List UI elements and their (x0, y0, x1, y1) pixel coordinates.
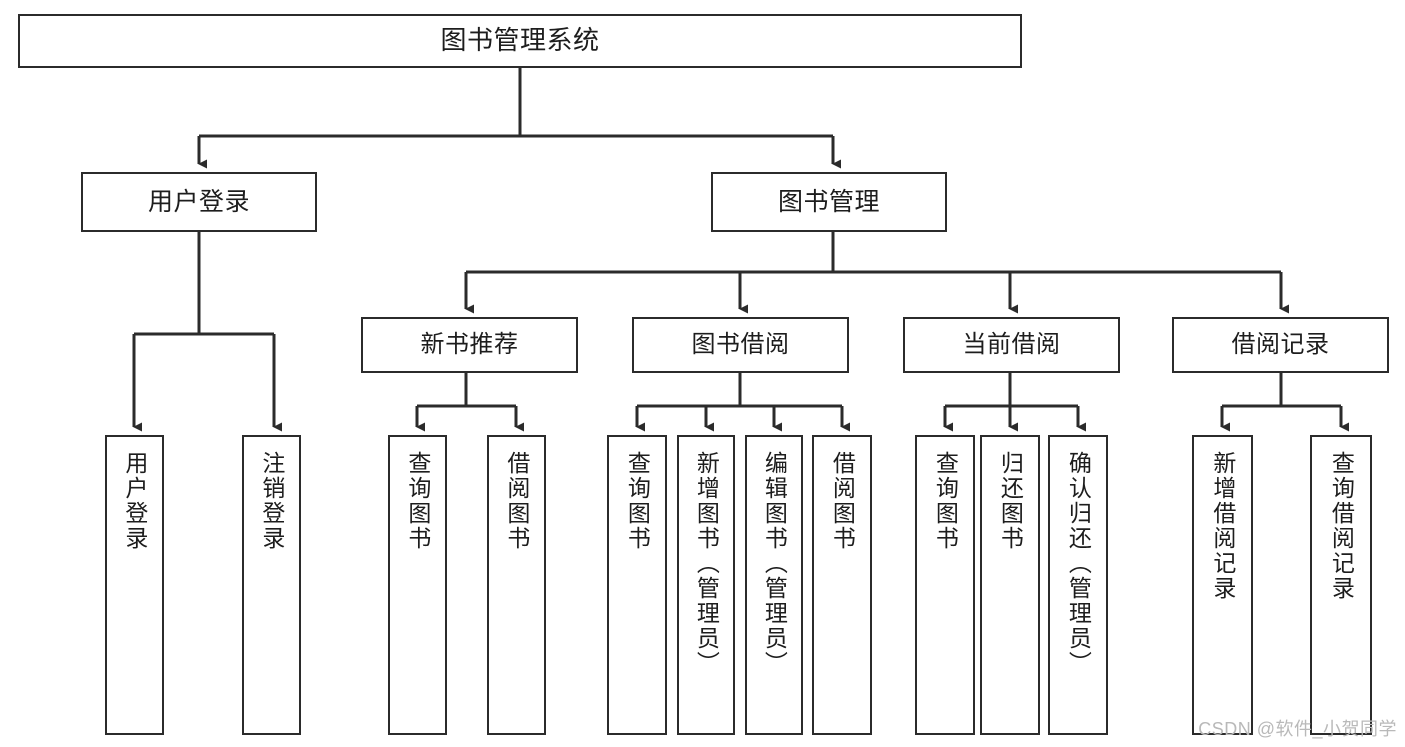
node-label: 编辑图书（管理员） (761, 451, 788, 676)
node-label: 借阅记录 (1231, 331, 1330, 359)
node-label: 查询借阅记录 (1328, 451, 1355, 601)
node-root-book-management-system[interactable]: 图书管理系统 (18, 14, 1022, 68)
node-leaf-borrow-book-borrow[interactable]: 借阅图书 (812, 435, 872, 735)
node-label: 用户登录 (147, 187, 250, 216)
node-leaf-user-login[interactable]: 用户登录 (105, 435, 164, 735)
node-label: 注销登录 (258, 451, 285, 551)
node-current-borrow[interactable]: 当前借阅 (903, 317, 1120, 373)
node-label: 新增图书（管理员） (693, 451, 720, 676)
node-label: 新增借阅记录 (1209, 451, 1236, 601)
node-label: 查询图书 (404, 451, 431, 551)
node-leaf-query-book-recommend[interactable]: 查询图书 (388, 435, 447, 735)
node-label: 用户登录 (121, 451, 148, 551)
node-leaf-add-borrow-record[interactable]: 新增借阅记录 (1192, 435, 1253, 735)
node-label: 新书推荐 (420, 331, 519, 359)
node-label: 借阅图书 (503, 451, 530, 551)
node-leaf-user-logout[interactable]: 注销登录 (242, 435, 301, 735)
node-leaf-add-book[interactable]: 新增图书（管理员） (677, 435, 735, 735)
node-leaf-borrow-book-recommend[interactable]: 借阅图书 (487, 435, 546, 735)
node-new-book-recommend[interactable]: 新书推荐 (361, 317, 578, 373)
node-label: 借阅图书 (829, 451, 856, 551)
node-label: 图书借阅 (691, 331, 790, 359)
node-label: 查询图书 (624, 451, 651, 551)
csdn-watermark: CSDN @软件_小贺同学 (1198, 719, 1397, 739)
node-user-login[interactable]: 用户登录 (81, 172, 317, 232)
node-leaf-query-book-current[interactable]: 查询图书 (915, 435, 975, 735)
node-leaf-edit-book[interactable]: 编辑图书（管理员） (745, 435, 803, 735)
node-leaf-confirm-return[interactable]: 确认归还（管理员） (1048, 435, 1108, 735)
node-leaf-return-book[interactable]: 归还图书 (980, 435, 1040, 735)
node-label: 确认归还（管理员） (1065, 451, 1092, 676)
node-book-borrow[interactable]: 图书借阅 (632, 317, 849, 373)
node-leaf-query-borrow-record[interactable]: 查询借阅记录 (1310, 435, 1372, 735)
node-label: 查询图书 (932, 451, 959, 551)
node-label: 当前借阅 (962, 331, 1061, 359)
node-label: 归还图书 (997, 451, 1024, 551)
node-leaf-query-book-borrow[interactable]: 查询图书 (607, 435, 667, 735)
node-book-manage[interactable]: 图书管理 (711, 172, 947, 232)
node-label: 图书管理 (777, 187, 880, 216)
node-borrow-record[interactable]: 借阅记录 (1172, 317, 1389, 373)
node-label: 图书管理系统 (440, 25, 600, 56)
